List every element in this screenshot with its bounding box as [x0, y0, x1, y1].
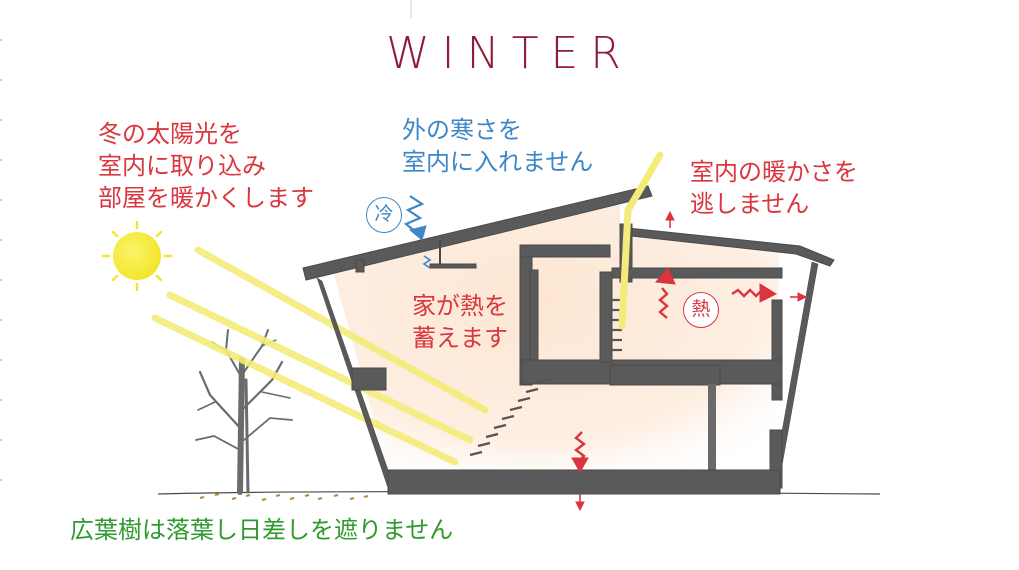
sun-caption-line-1: 冬の太陽光を: [98, 120, 242, 148]
cold-caption: 外の寒さを 室内に入れません: [402, 114, 593, 178]
warm-caption-line-1: 室内の暖かさを: [690, 158, 858, 186]
tree-caption: 広葉樹は落葉し日差しを遮りません: [70, 516, 454, 544]
tree-icon: [195, 329, 293, 495]
warm-caption-line-2: 逃しません: [690, 190, 810, 218]
cold-caption-line-1: 外の寒さを: [402, 116, 522, 144]
heat-caption-line-2: 蓄えます: [412, 324, 508, 352]
sun-caption: 冬の太陽光を 室内に取り込み 部屋を暖かくします: [98, 118, 314, 214]
warm-caption: 室内の暖かさを 逃しません: [690, 156, 858, 220]
heat-caption-line-1: 家が熱を: [412, 292, 508, 320]
sun-caption-line-2: 室内に取り込み: [98, 152, 266, 180]
house-section: [302, 185, 835, 495]
sun-caption-line-3: 部屋を暖かくします: [98, 184, 314, 212]
heat-badge: 熱: [683, 292, 719, 328]
fallen-leaves: [199, 493, 369, 501]
clerestory-sunlight: [618, 151, 664, 330]
sunlight-beams: [151, 246, 489, 466]
cold-arrow-icon: [403, 195, 432, 269]
cold-badge: 冷: [366, 197, 402, 233]
cold-caption-line-2: 室内に入れません: [402, 148, 594, 176]
heat-caption: 家が熱を 蓄えます: [412, 290, 508, 354]
heat-arrow-icon: [571, 210, 808, 512]
margin-ticks: [0, 39, 2, 481]
sun-icon: [101, 220, 173, 292]
page-title: WINTER: [386, 28, 633, 79]
